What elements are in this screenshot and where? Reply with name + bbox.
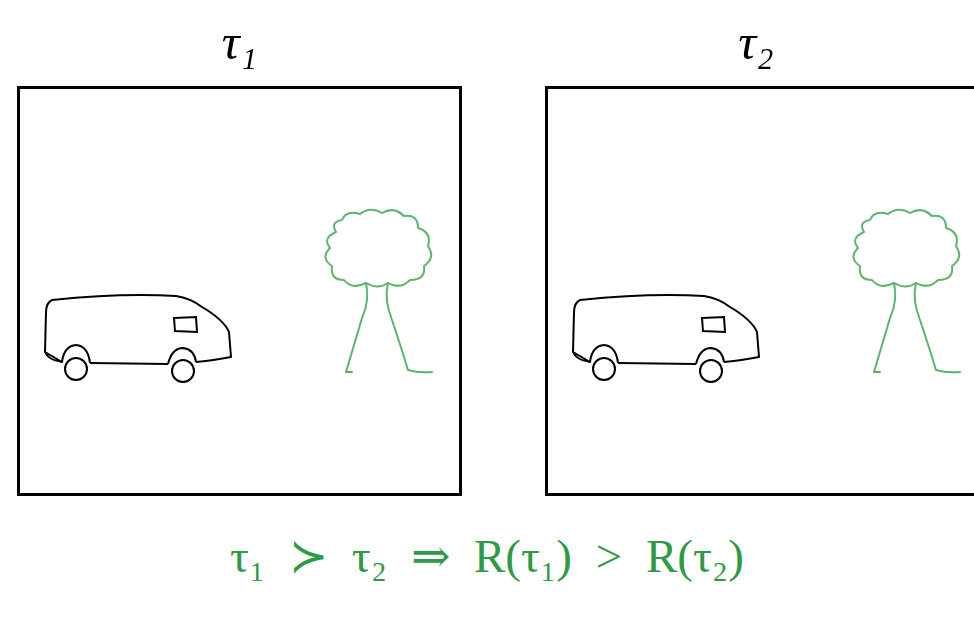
car-and-tree [573,210,960,382]
trajectory-label: τ₁ [20,13,459,71]
scene-frame: τ₂ [545,86,974,496]
scene-frame: τ₁ [17,86,462,496]
car-and-tree [45,210,432,382]
preference-formula: τ₁ ≻ τ₂ ⇒ R(τ₁) > R(τ₂) [0,528,974,583]
trajectory-label: τ₂ [548,13,964,71]
